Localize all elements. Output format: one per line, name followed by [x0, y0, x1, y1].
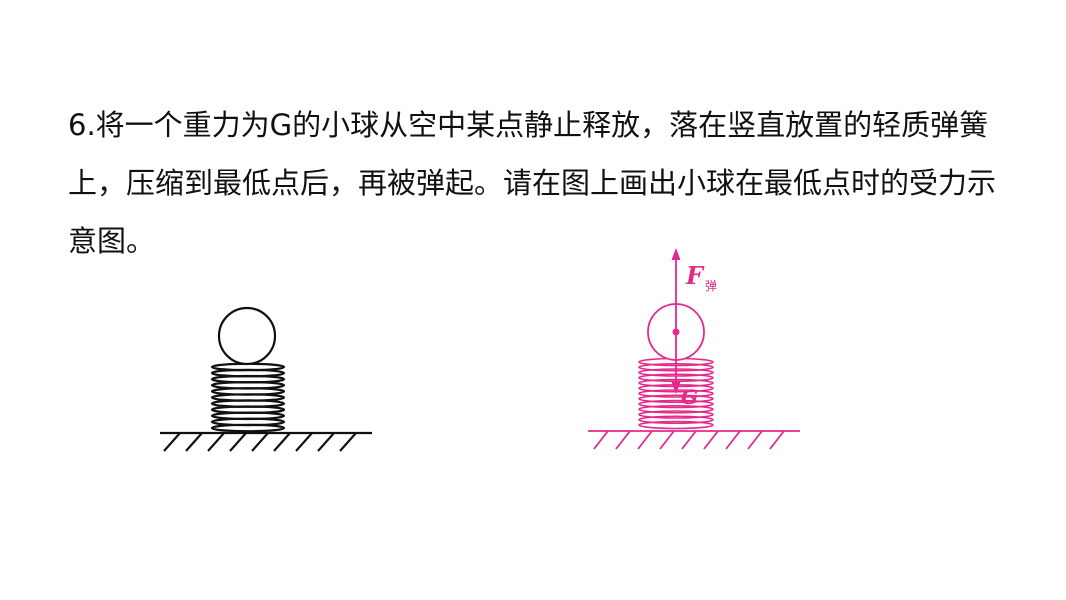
- spring-coil: [210, 423, 286, 433]
- spring-coil: [638, 410, 714, 419]
- center-dot: [672, 328, 680, 336]
- force-arrow-down: [671, 332, 681, 394]
- spring: [210, 362, 286, 433]
- force-up-subscript: 弹: [705, 279, 717, 293]
- force-arrow-up: [671, 248, 681, 332]
- spring-coil: [638, 404, 714, 414]
- spring-coil: [638, 394, 714, 404]
- spring-coil: [638, 420, 714, 430]
- ground: [160, 431, 372, 452]
- problem-figure: [160, 306, 372, 452]
- answer-figure: F 弹 G: [588, 248, 800, 450]
- ball: [217, 306, 277, 366]
- spring-coil: [638, 399, 714, 409]
- force-down-label: G: [681, 385, 698, 409]
- spring-coil: [638, 415, 714, 425]
- ground: [588, 430, 800, 450]
- force-up-label: F: [685, 261, 705, 290]
- question-text: 6.将一个重力为G的小球从空中某点静止释放，落在竖直放置的轻质弹簧上，压缩到最低…: [68, 108, 997, 258]
